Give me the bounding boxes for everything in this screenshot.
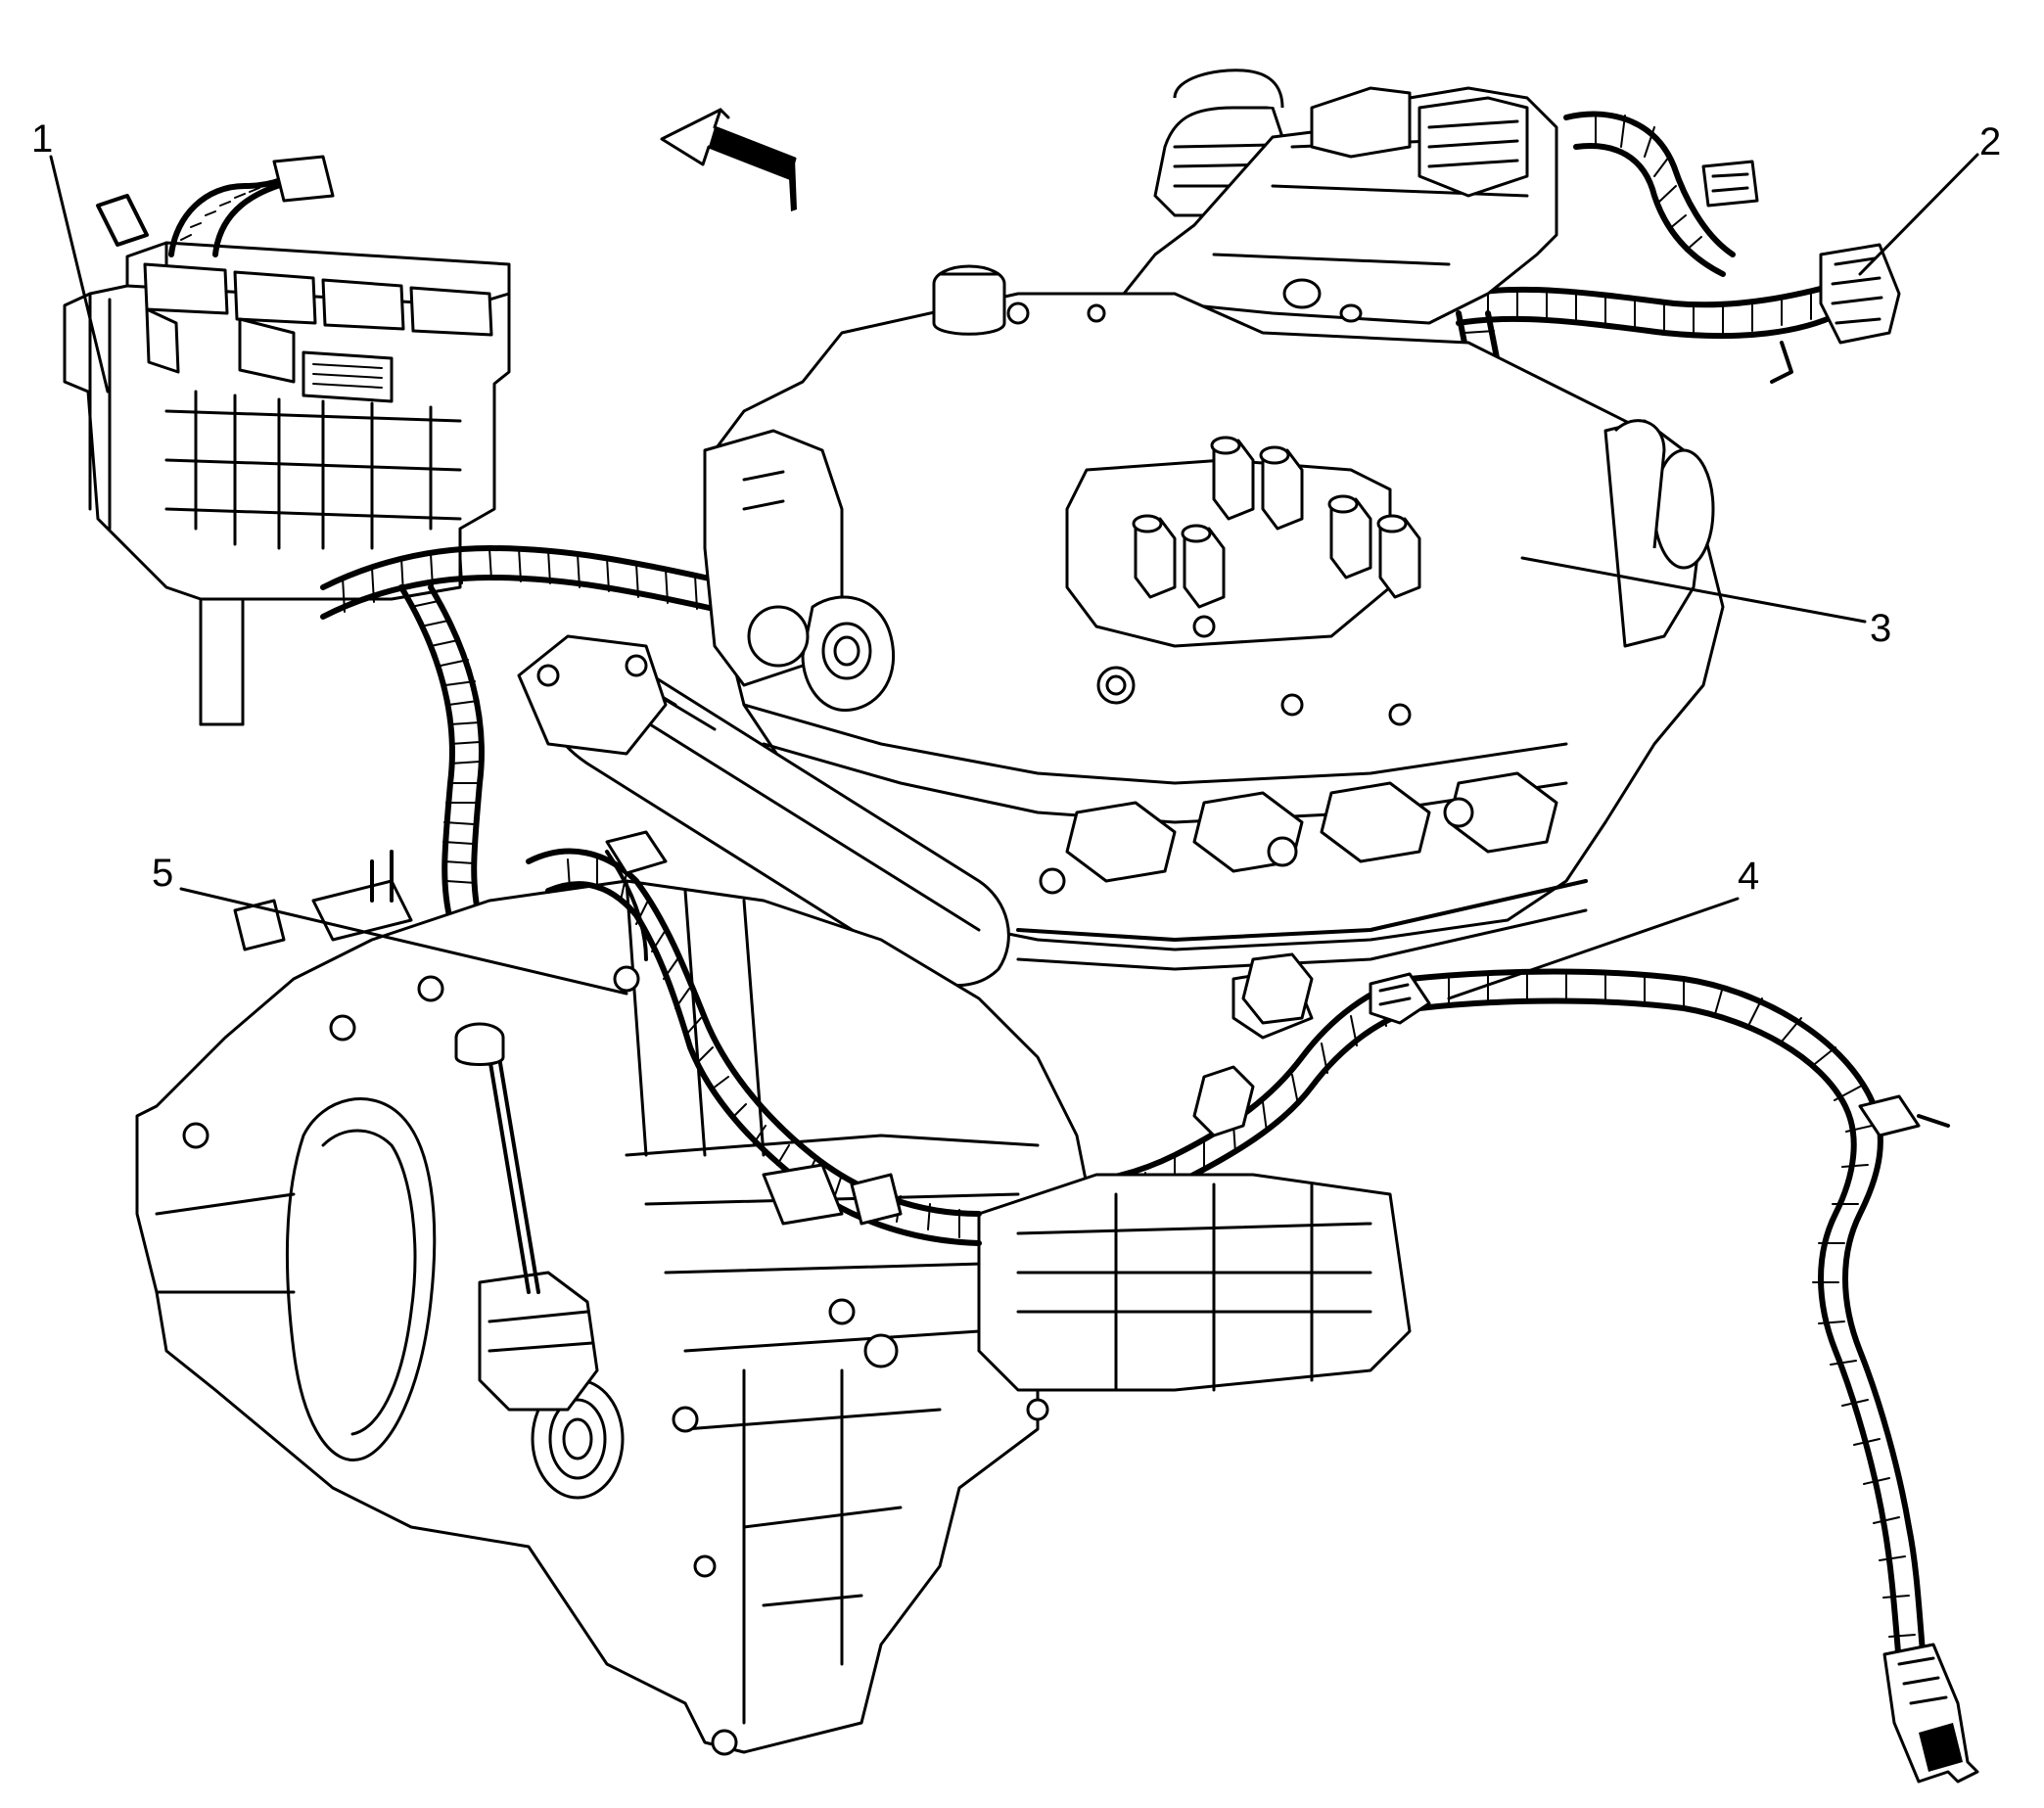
leader-2 (1858, 153, 1979, 276)
transmission-harness (526, 830, 982, 1246)
leader-4 (1447, 897, 1740, 1000)
callout-4: 4 (1738, 855, 1759, 898)
callout-labels: 1 2 3 4 5 (31, 117, 2001, 898)
coolant-pipe (517, 595, 1010, 988)
leader-3 (1520, 556, 1867, 624)
callout-1: 1 (31, 117, 53, 161)
transaxle (135, 850, 1412, 1756)
harness-end-connector (1882, 1643, 1979, 1784)
engine-block (703, 264, 1725, 1137)
callout-leaders (49, 153, 1979, 1000)
leader-1 (49, 155, 110, 394)
leader-5 (179, 887, 628, 996)
intake-plenum (1114, 69, 1558, 325)
harness-connector-2 (1701, 160, 1901, 384)
callout-5: 5 (152, 852, 173, 895)
callout-3: 3 (1870, 607, 1891, 650)
underhood-fuse-relay-block (63, 155, 511, 726)
spark-plug-boots (1132, 436, 1421, 609)
callout-2: 2 (1979, 120, 2001, 163)
front-direction-arrow-icon (660, 108, 797, 211)
